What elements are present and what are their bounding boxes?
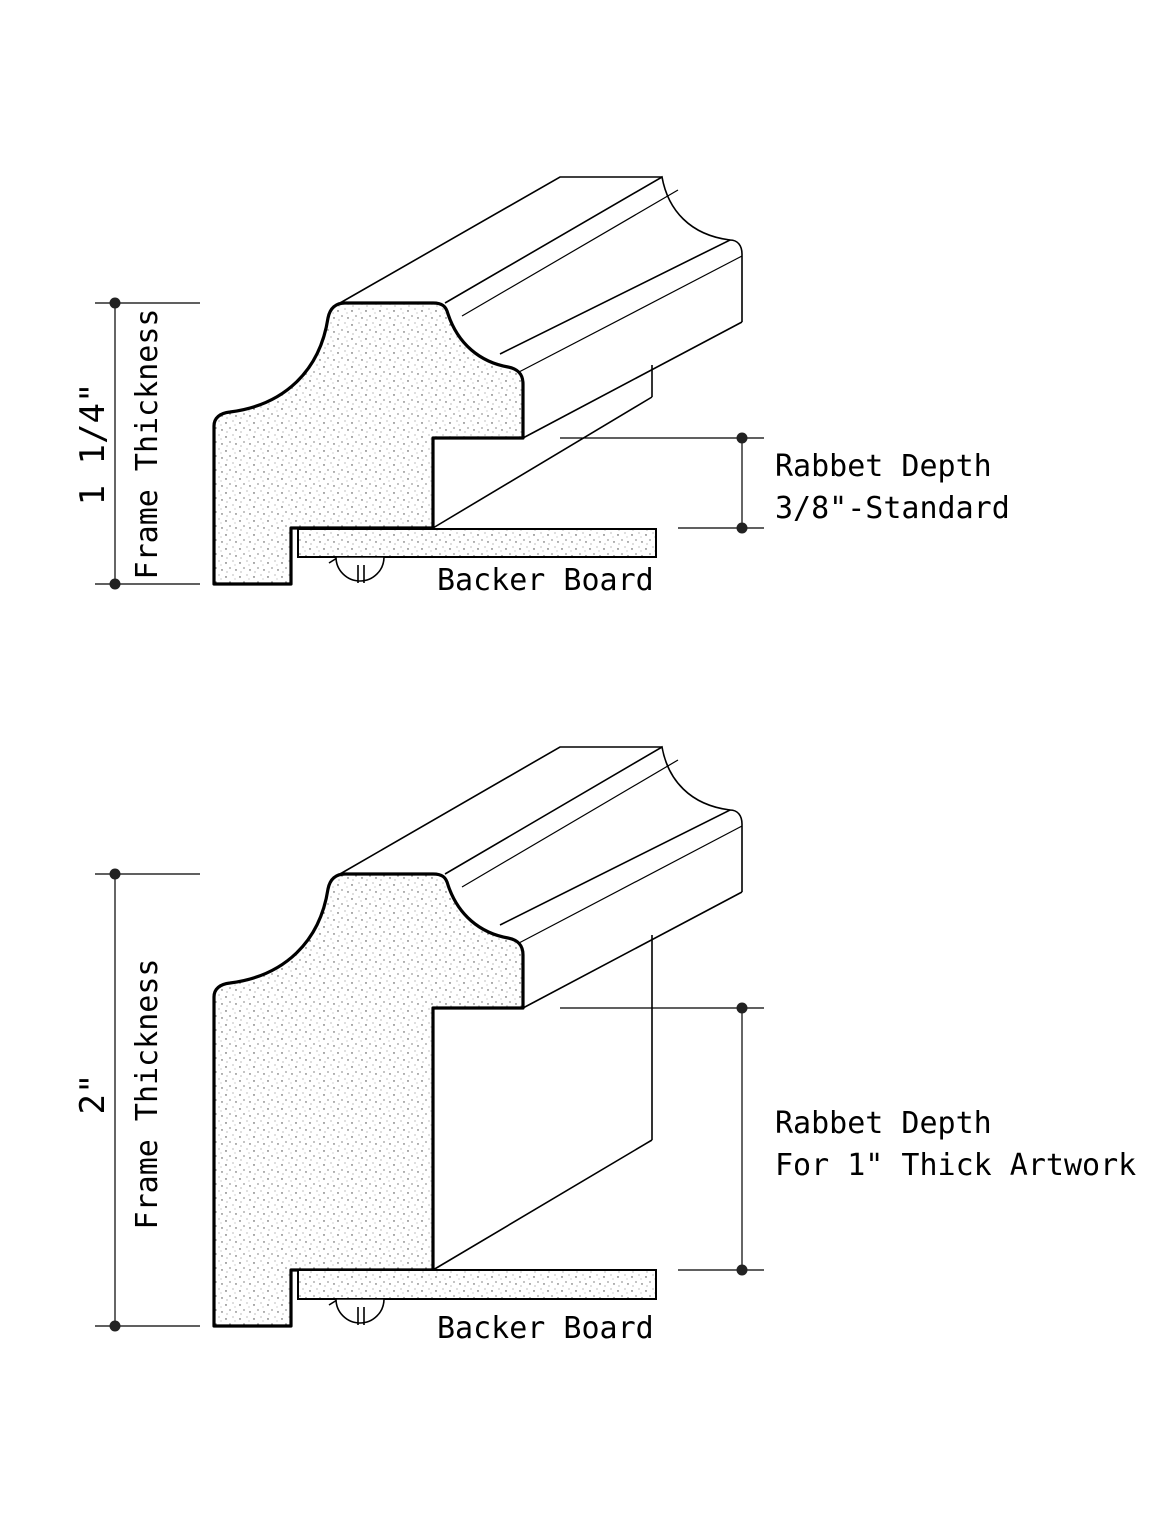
backer-board-label: Backer Board xyxy=(437,563,654,598)
frame-thickness-label: Frame Thickness xyxy=(130,309,165,580)
rabbet-depth-label: Rabbet Depth xyxy=(775,449,992,484)
frame-cross-section xyxy=(212,301,525,586)
diagram-standard-frame: 1 1/4" Frame Thickness Rabbet Depth 3/8"… xyxy=(73,175,1010,598)
moulding-3d-body xyxy=(328,175,743,564)
frame-thickness-label: Frame Thickness xyxy=(130,959,165,1230)
diagram-deep-frame: 2" Frame Thickness Rabbet Depth For 1" T… xyxy=(73,745,1136,1346)
backer-board-label: Backer Board xyxy=(437,1311,654,1346)
backer-board xyxy=(297,528,657,558)
fastener-icon xyxy=(335,1298,385,1325)
rabbet-depth-dimension xyxy=(560,1002,764,1276)
fastener-icon xyxy=(335,556,385,583)
frame-thickness-value: 1 1/4" xyxy=(73,383,113,506)
frame-thickness-dimension xyxy=(95,868,200,1332)
frame-thickness-value: 2" xyxy=(73,1074,113,1115)
rabbet-depth-note: 3/8"-Standard xyxy=(775,491,1010,526)
moulding-3d-body xyxy=(328,745,743,1306)
rabbet-depth-label: Rabbet Depth xyxy=(775,1106,992,1141)
frame-thickness-dimension xyxy=(95,297,200,590)
rabbet-depth-note: For 1" Thick Artwork xyxy=(775,1148,1136,1183)
backer-board xyxy=(297,1269,657,1300)
rabbet-depth-dimension xyxy=(560,432,764,534)
frame-cross-section xyxy=(212,872,525,1328)
